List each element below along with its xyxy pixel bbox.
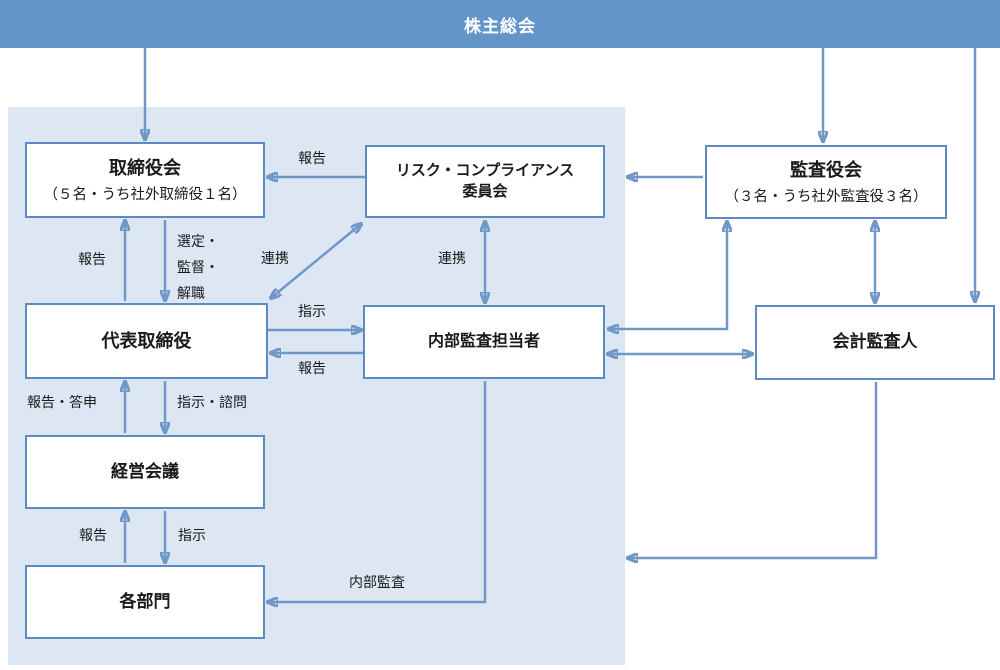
board-title: 取締役会 [109, 157, 181, 178]
audit-board-title: 監査役会 [790, 159, 862, 180]
label-instruction-dept: 指示 [178, 527, 206, 543]
label-report-board-ceo: 報告 [78, 251, 106, 267]
box-accounting-auditor: 会計監査人 [755, 305, 995, 380]
box-departments: 各部門 [25, 565, 265, 639]
arrow-accounting-to-panel [628, 382, 878, 558]
label-report-internal-ceo: 報告 [298, 360, 326, 376]
label-report-consultation: 報告・答申 [27, 394, 97, 410]
board-subtitle: （５名・うち社外取締役１名） [43, 187, 247, 204]
box-internal-audit-staff: 内部監査担当者 [363, 305, 605, 379]
label-instruction-advisory: 指示・諮問 [177, 394, 247, 410]
label-appoint-line2: 監督・ [177, 259, 219, 275]
box-board-of-directors: 取締役会 （５名・うち社外取締役１名） [25, 142, 265, 218]
label-instruction-ceo-internal: 指示 [298, 303, 326, 319]
label-report-risk-to-board: 報告 [298, 150, 326, 166]
representative-director-title: 代表取締役 [101, 330, 192, 351]
box-representative-director: 代表取締役 [25, 303, 268, 379]
shareholders-meeting-banner: 株主総会 [0, 0, 1000, 48]
label-report-dept: 報告 [79, 527, 107, 543]
label-appoint-line1: 選定・ [177, 233, 219, 249]
audit-board-subtitle: （３名・うち社外監査役３名） [724, 189, 928, 206]
risk-committee-title-line2: 委員会 [462, 182, 508, 200]
internal-audit-staff-title: 内部監査担当者 [427, 333, 540, 351]
departments-title: 各部門 [119, 591, 171, 611]
label-appoint-line3: 解職 [177, 285, 205, 301]
box-audit-board: 監査役会 （３名・うち社外監査役３名） [705, 145, 947, 219]
label-cooperation-vertical: 連携 [438, 250, 466, 266]
box-management-meeting: 経営会議 [25, 435, 265, 509]
management-meeting-title: 経営会議 [111, 461, 179, 481]
shareholders-meeting-title: 株主総会 [464, 16, 536, 36]
label-appoint-supervise-dismiss: 選定・ 監督・ 解職 [177, 228, 219, 306]
risk-committee-title-line1: リスク・コンプライアンス [395, 162, 575, 180]
box-risk-compliance-committee: リスク・コンプライアンス 委員会 [365, 145, 605, 218]
arrow-audit-board-internal-elbow [609, 222, 727, 329]
label-cooperation-diagonal: 連携 [261, 250, 289, 266]
accounting-auditor-title: 会計監査人 [832, 332, 918, 352]
label-internal-audit-flow: 内部監査 [349, 574, 405, 590]
